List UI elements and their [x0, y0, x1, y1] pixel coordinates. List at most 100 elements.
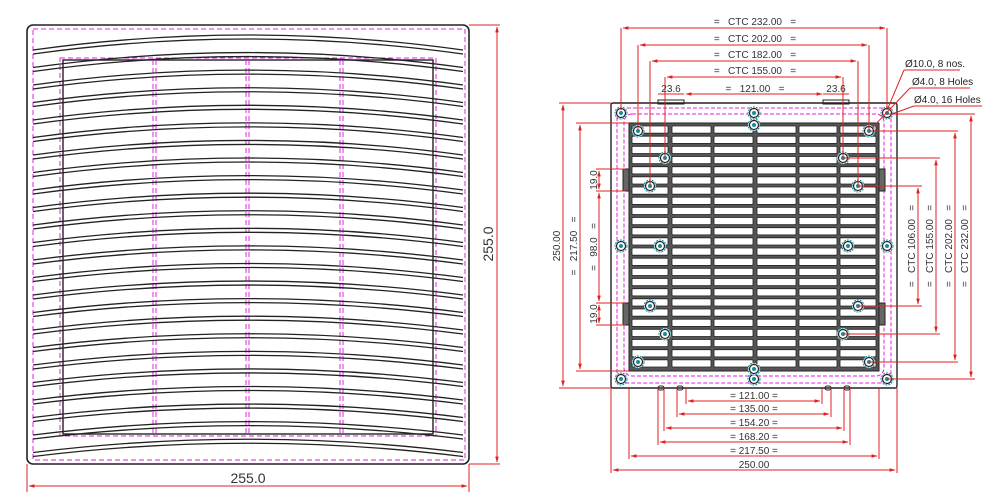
left-dimensions: 250.00 = 217.50 = 19.0 = 98.0 = 19.0 — [552, 102, 629, 389]
grille-slot — [671, 318, 712, 327]
louver — [32, 227, 464, 248]
louver — [32, 192, 464, 213]
bottom-dim: = 168.20 = — [657, 388, 851, 445]
grille-slot — [756, 227, 797, 236]
grille-slot — [756, 298, 797, 307]
grille-slot — [839, 339, 877, 348]
grille-slot — [798, 349, 838, 358]
grille-slot — [798, 135, 838, 144]
grille-slot — [839, 217, 877, 226]
grille-slot — [671, 257, 712, 266]
grille-slot — [756, 288, 797, 297]
note-dia4-16: Ø4.0, 16 Holes — [914, 95, 981, 106]
dim-19-bottom: 19.0 — [589, 304, 600, 324]
hole-icon — [631, 355, 645, 369]
bottom-dim-label: 250.00 — [739, 460, 770, 471]
grille-slot — [713, 176, 754, 185]
left-slot-bottom — [622, 302, 630, 326]
bottom-dim: = 135.00 = — [676, 388, 832, 417]
hole-icon — [653, 239, 667, 253]
grille-slot — [671, 288, 712, 297]
grille-slot — [756, 349, 797, 358]
grille-slot — [756, 125, 797, 134]
hole-icon — [658, 327, 672, 341]
bottom-dim: = 217.50 = — [628, 388, 880, 459]
grille-slot — [756, 359, 797, 368]
grille-slot — [839, 318, 877, 327]
grille-slot — [839, 227, 877, 236]
grille-slot — [671, 217, 712, 226]
grille-slot — [713, 278, 754, 287]
louver — [32, 350, 464, 370]
grille-slot — [713, 328, 754, 337]
grille-slot — [756, 166, 797, 175]
hole-icon — [880, 239, 894, 253]
grille-slot — [756, 196, 797, 205]
bottom-dim-label: = 217.50 = — [730, 446, 778, 457]
grille-slot — [713, 339, 754, 348]
dim-250-left: 250.00 — [552, 230, 563, 261]
grille-slot — [713, 196, 754, 205]
grille-slot — [839, 196, 877, 205]
dim-ctc-155-right: = CTC 155.00 = — [925, 205, 936, 287]
louver — [32, 210, 464, 230]
grille-slot — [798, 308, 838, 317]
grille-slot — [713, 135, 754, 144]
grille-slot — [713, 206, 754, 215]
grille-slot — [671, 196, 712, 205]
grille-slot — [798, 278, 838, 287]
dim-ctc-155: = CTC 155.00 = — [664, 66, 844, 157]
louver — [32, 51, 464, 73]
grille-slot — [713, 359, 754, 368]
grille-slot — [671, 176, 712, 185]
louver — [32, 104, 464, 125]
left-hidden-inner — [59, 57, 437, 437]
grille-slot — [713, 237, 754, 246]
hole-icon — [747, 362, 761, 376]
grille-slot — [631, 349, 669, 358]
louver — [32, 34, 464, 55]
grille-slot — [631, 206, 669, 215]
dim-top-small: 23.6 = 121.00 = 23.6 — [658, 84, 849, 96]
dim-ctc-232-label: = CTC 232.00 = — [714, 17, 796, 28]
louver-group — [32, 34, 464, 458]
grille-slot — [756, 267, 797, 276]
louver — [32, 139, 464, 160]
grille-slot — [671, 125, 712, 134]
top-dimensions: = CTC 232.00 = = CTC 202.00 = = CTC 182.… — [620, 17, 888, 185]
hole-icon — [614, 372, 628, 386]
grille-slot — [713, 156, 754, 165]
louver — [32, 421, 464, 440]
dim-23-6-left: 23.6 — [661, 84, 681, 95]
grille-slot — [756, 237, 797, 246]
louver — [32, 174, 464, 195]
louver — [32, 245, 464, 265]
grille-slot — [798, 145, 838, 154]
louver — [32, 438, 464, 458]
grille-slot — [671, 237, 712, 246]
hole-icon — [747, 118, 761, 132]
grille-slot — [671, 298, 712, 307]
louver — [32, 333, 464, 353]
hole-icon — [643, 299, 657, 313]
grille-slot — [671, 247, 712, 256]
louver — [32, 385, 464, 405]
hole-notes: Ø10.0, 8 nos. Ø4.0, 8 Holes Ø4.0, 16 Hol… — [871, 59, 982, 129]
hole-icon — [747, 106, 761, 120]
bottom-dim: 250.00 — [610, 388, 898, 473]
grille-slot — [798, 176, 838, 185]
grille-slot — [798, 196, 838, 205]
grille-slot — [671, 308, 712, 317]
grille-slot — [798, 237, 838, 246]
grille-slot — [798, 227, 838, 236]
grille-slot — [713, 349, 754, 358]
grille-slot — [756, 328, 797, 337]
grille-slot — [756, 247, 797, 256]
grille-slot — [671, 349, 712, 358]
grille-slot — [756, 176, 797, 185]
grille-slot — [798, 288, 838, 297]
grille-slot — [756, 145, 797, 154]
grille-slot — [839, 278, 877, 287]
grille-slot — [671, 186, 712, 195]
